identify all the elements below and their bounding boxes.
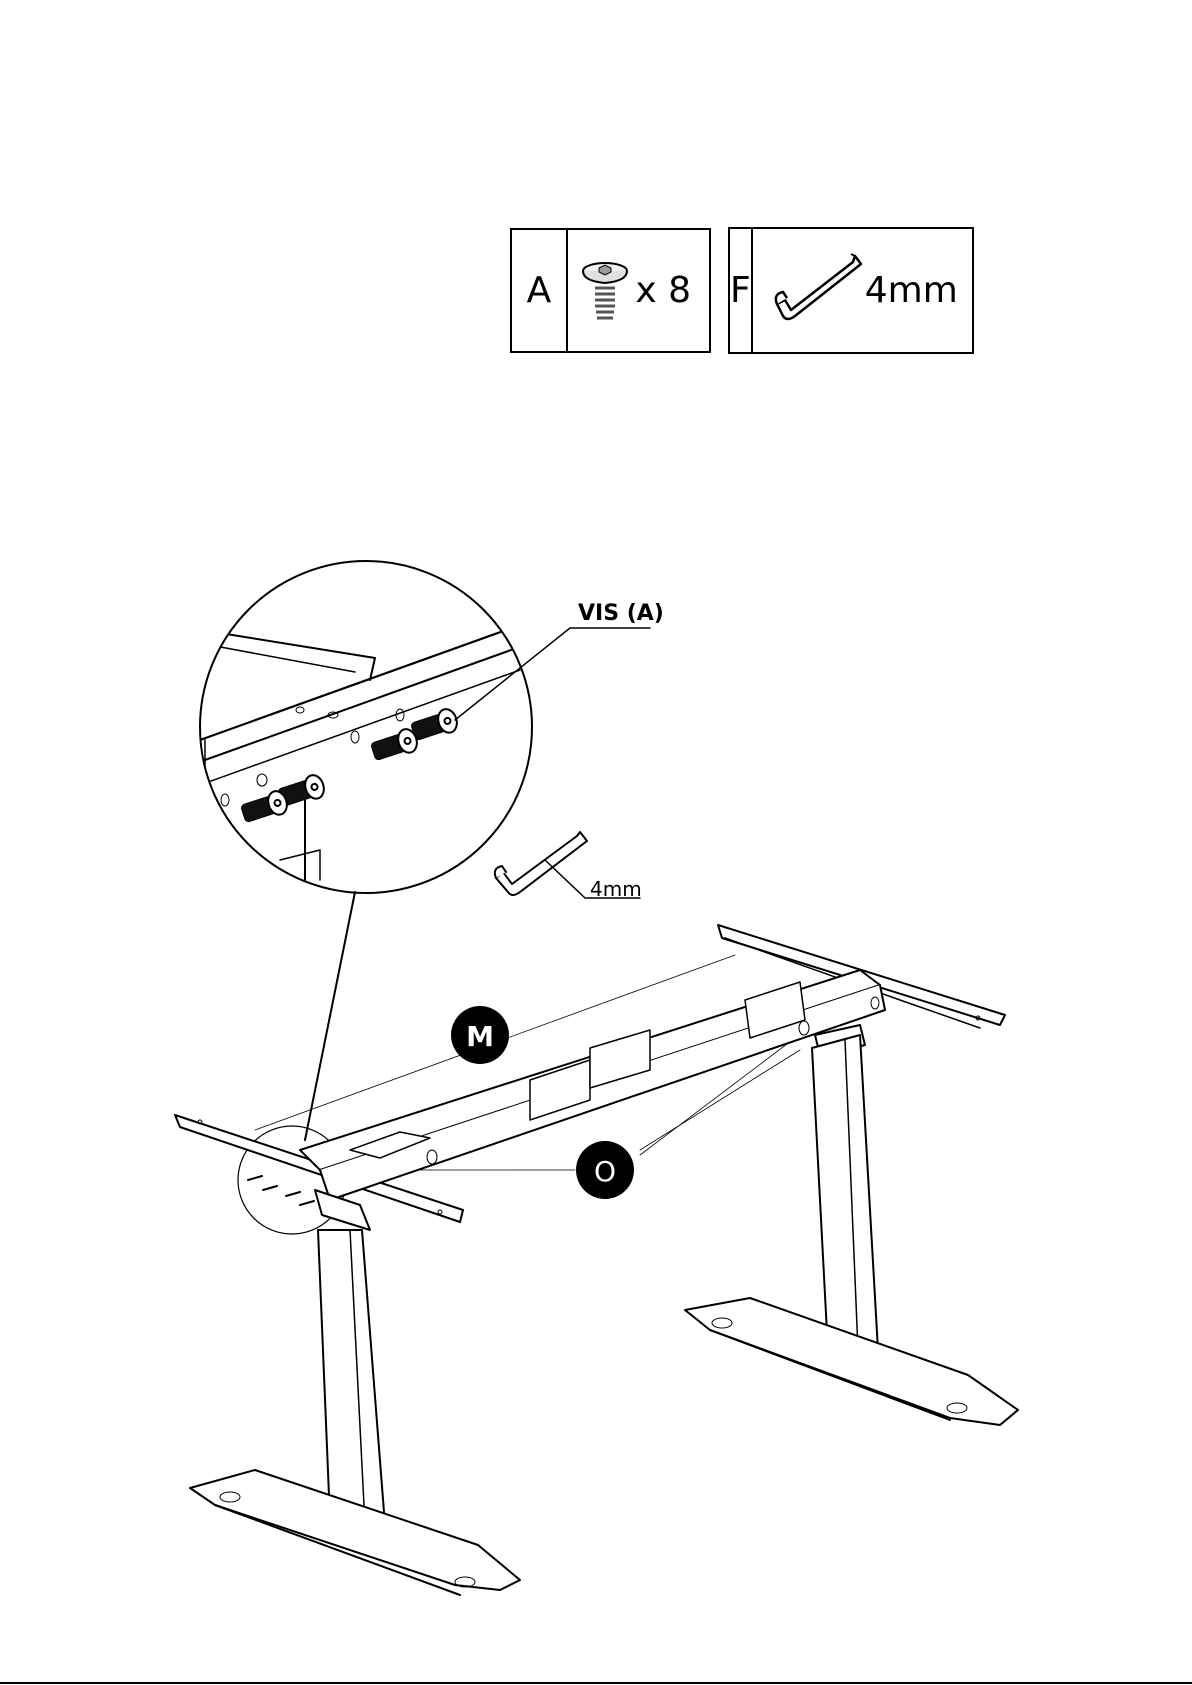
- marker-o-label: O: [594, 1155, 616, 1188]
- detail-closeup: [200, 625, 525, 900]
- screw-callout-leader: [455, 628, 650, 720]
- frame-screws: [248, 1176, 314, 1205]
- detail-circle: [200, 561, 532, 893]
- hex-key-callout-label: 4mm: [590, 877, 642, 901]
- screw-callout-label: VIS (A): [578, 601, 664, 626]
- left-leg: [190, 1190, 520, 1595]
- detail-screws: [240, 707, 460, 826]
- marker-m-label: M: [466, 1020, 494, 1053]
- right-leg: [685, 1025, 1018, 1425]
